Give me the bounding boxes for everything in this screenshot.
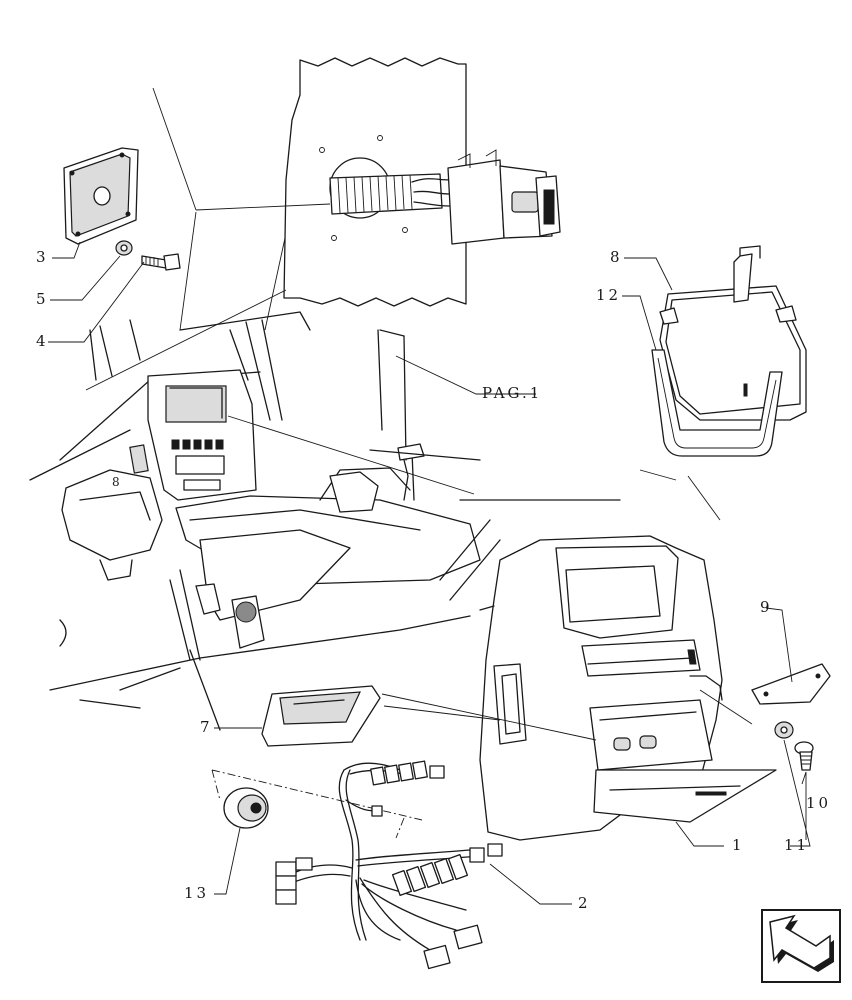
washer-small: [774, 721, 794, 739]
u-trim-strip: [651, 349, 783, 457]
mounting-plate: [63, 147, 139, 245]
callout-3: 3: [36, 248, 49, 266]
console-panel: [479, 535, 777, 841]
washer: [115, 240, 133, 256]
cab-interior: 8: [29, 311, 621, 731]
callout-11: 11: [784, 836, 809, 854]
handle: [261, 685, 381, 747]
armrest-decal: 8: [112, 475, 123, 489]
callout-pag-1: PAG.1: [482, 384, 542, 402]
callout-labels: 3 5 4 8 12 PAG.1 9 7 10 11 1 13 2: [36, 248, 831, 912]
callout-4: 4: [36, 332, 49, 350]
callout-13: 13: [184, 884, 209, 902]
return-arrow-button[interactable]: [761, 909, 841, 983]
callout-10: 10: [806, 794, 831, 812]
wiring-harness: [275, 760, 503, 970]
callout-7: 7: [200, 718, 213, 736]
callout-leaders: [48, 241, 811, 905]
bolt: [141, 253, 181, 271]
screw: [794, 741, 814, 771]
wall-connector-detail: [283, 57, 561, 307]
display-seal: [659, 245, 807, 421]
switch: [211, 769, 423, 839]
callout-12: 12: [596, 286, 621, 304]
callout-9: 9: [760, 598, 773, 616]
bracket: [751, 663, 831, 705]
callout-1: 1: [732, 836, 745, 854]
callout-5: 5: [36, 290, 49, 308]
callout-2: 2: [578, 894, 591, 912]
callout-8: 8: [610, 248, 623, 266]
return-arrow-icon: [769, 914, 834, 972]
